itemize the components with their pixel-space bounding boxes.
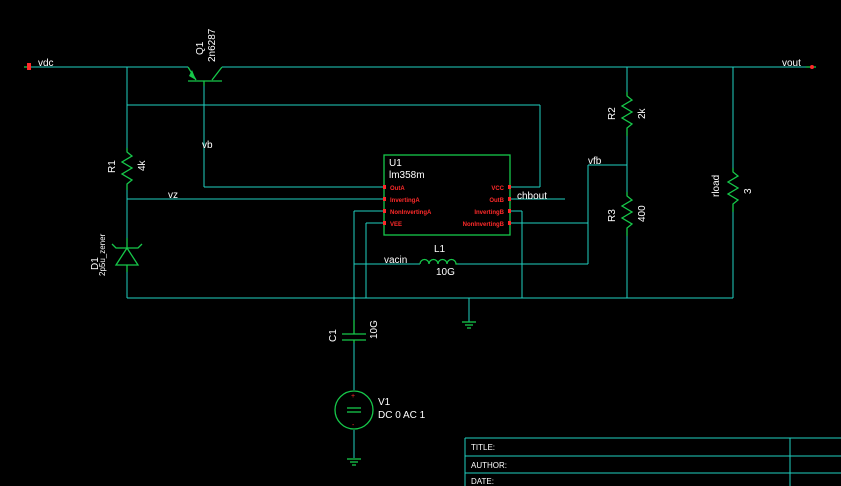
voltage-source-v1: + - V1 DC 0 AC 1 (334, 390, 426, 430)
u1-pin-outa: OutA (390, 186, 405, 192)
rload-value: 3 (743, 188, 754, 194)
c1-ref: C1 (328, 329, 339, 342)
net-label-vdc: vdc (38, 58, 54, 69)
l1-value: 10G (436, 267, 455, 278)
d1-value: 2p5u_zener (98, 233, 107, 276)
port-vout: vout (782, 58, 816, 69)
ground-symbol-mid (462, 321, 476, 329)
c1-value: 10G (369, 320, 380, 339)
q1-ref: Q1 (195, 41, 206, 55)
resistor-r3: R3 400 (607, 192, 648, 236)
u1-pin-outb: OutB (489, 198, 504, 204)
rload-ref: rload (711, 175, 722, 197)
net-label-vout: vout (782, 58, 801, 69)
zener-diode-d1: D1 2p5u_zener (90, 233, 143, 276)
title-block: TITLE: AUTHOR: DATE: (464, 437, 841, 486)
resistor-r1: R1 4k (107, 148, 148, 190)
r3-value: 400 (637, 205, 648, 222)
r2-ref: R2 (607, 107, 618, 120)
u1-value: lm358m (389, 170, 425, 181)
u1-pin-invertinga: InvertingA (390, 198, 420, 204)
net-label-chbout: chbout (517, 191, 547, 202)
title-block-date-label: DATE: (471, 477, 494, 486)
inductor-l1: L1 10G (419, 244, 458, 278)
l1-ref: L1 (434, 244, 446, 255)
u1-pin-noninvertingb: NonInvertingB (463, 222, 505, 228)
q1-value: 2n6287 (207, 28, 218, 62)
r1-value: 4k (137, 159, 148, 171)
net-label-vfb: vfb (588, 156, 602, 167)
resistor-r2: R2 2k (607, 92, 648, 136)
title-block-title-label: TITLE: (471, 443, 495, 452)
net-label-vb: vb (202, 140, 213, 151)
v1-ref: V1 (378, 397, 391, 408)
svg-text:+: + (351, 393, 355, 400)
d1-ref: D1 (90, 257, 101, 270)
svg-text:-: - (352, 422, 355, 429)
transistor-q1: Q1 2n6287 (187, 28, 223, 86)
resistor-rload: rload 3 (711, 168, 754, 212)
r2-value: 2k (637, 107, 648, 119)
port-vdc: vdc (24, 58, 54, 70)
net-label-vz: vz (168, 190, 178, 201)
title-block-author-label: AUTHOR: (471, 461, 507, 470)
opamp-u1: U1 lm358m OutA InvertingA NonInvertingA … (383, 154, 511, 236)
u1-pin-vcc: VCC (491, 186, 504, 192)
ground-symbol-bottom (347, 458, 361, 466)
net-label-vacin: vacin (384, 255, 407, 266)
u1-pin-vee: VEE (390, 222, 402, 228)
r3-ref: R3 (607, 209, 618, 222)
u1-ref: U1 (389, 158, 402, 169)
wires (30, 66, 812, 458)
capacitor-c1: C1 10G (328, 320, 380, 343)
r1-ref: R1 (107, 160, 118, 173)
v1-value: DC 0 AC 1 (378, 410, 426, 421)
u1-pin-noninvertinga: NonInvertingA (390, 210, 432, 216)
u1-pin-invertingb: InvertingB (474, 210, 504, 216)
